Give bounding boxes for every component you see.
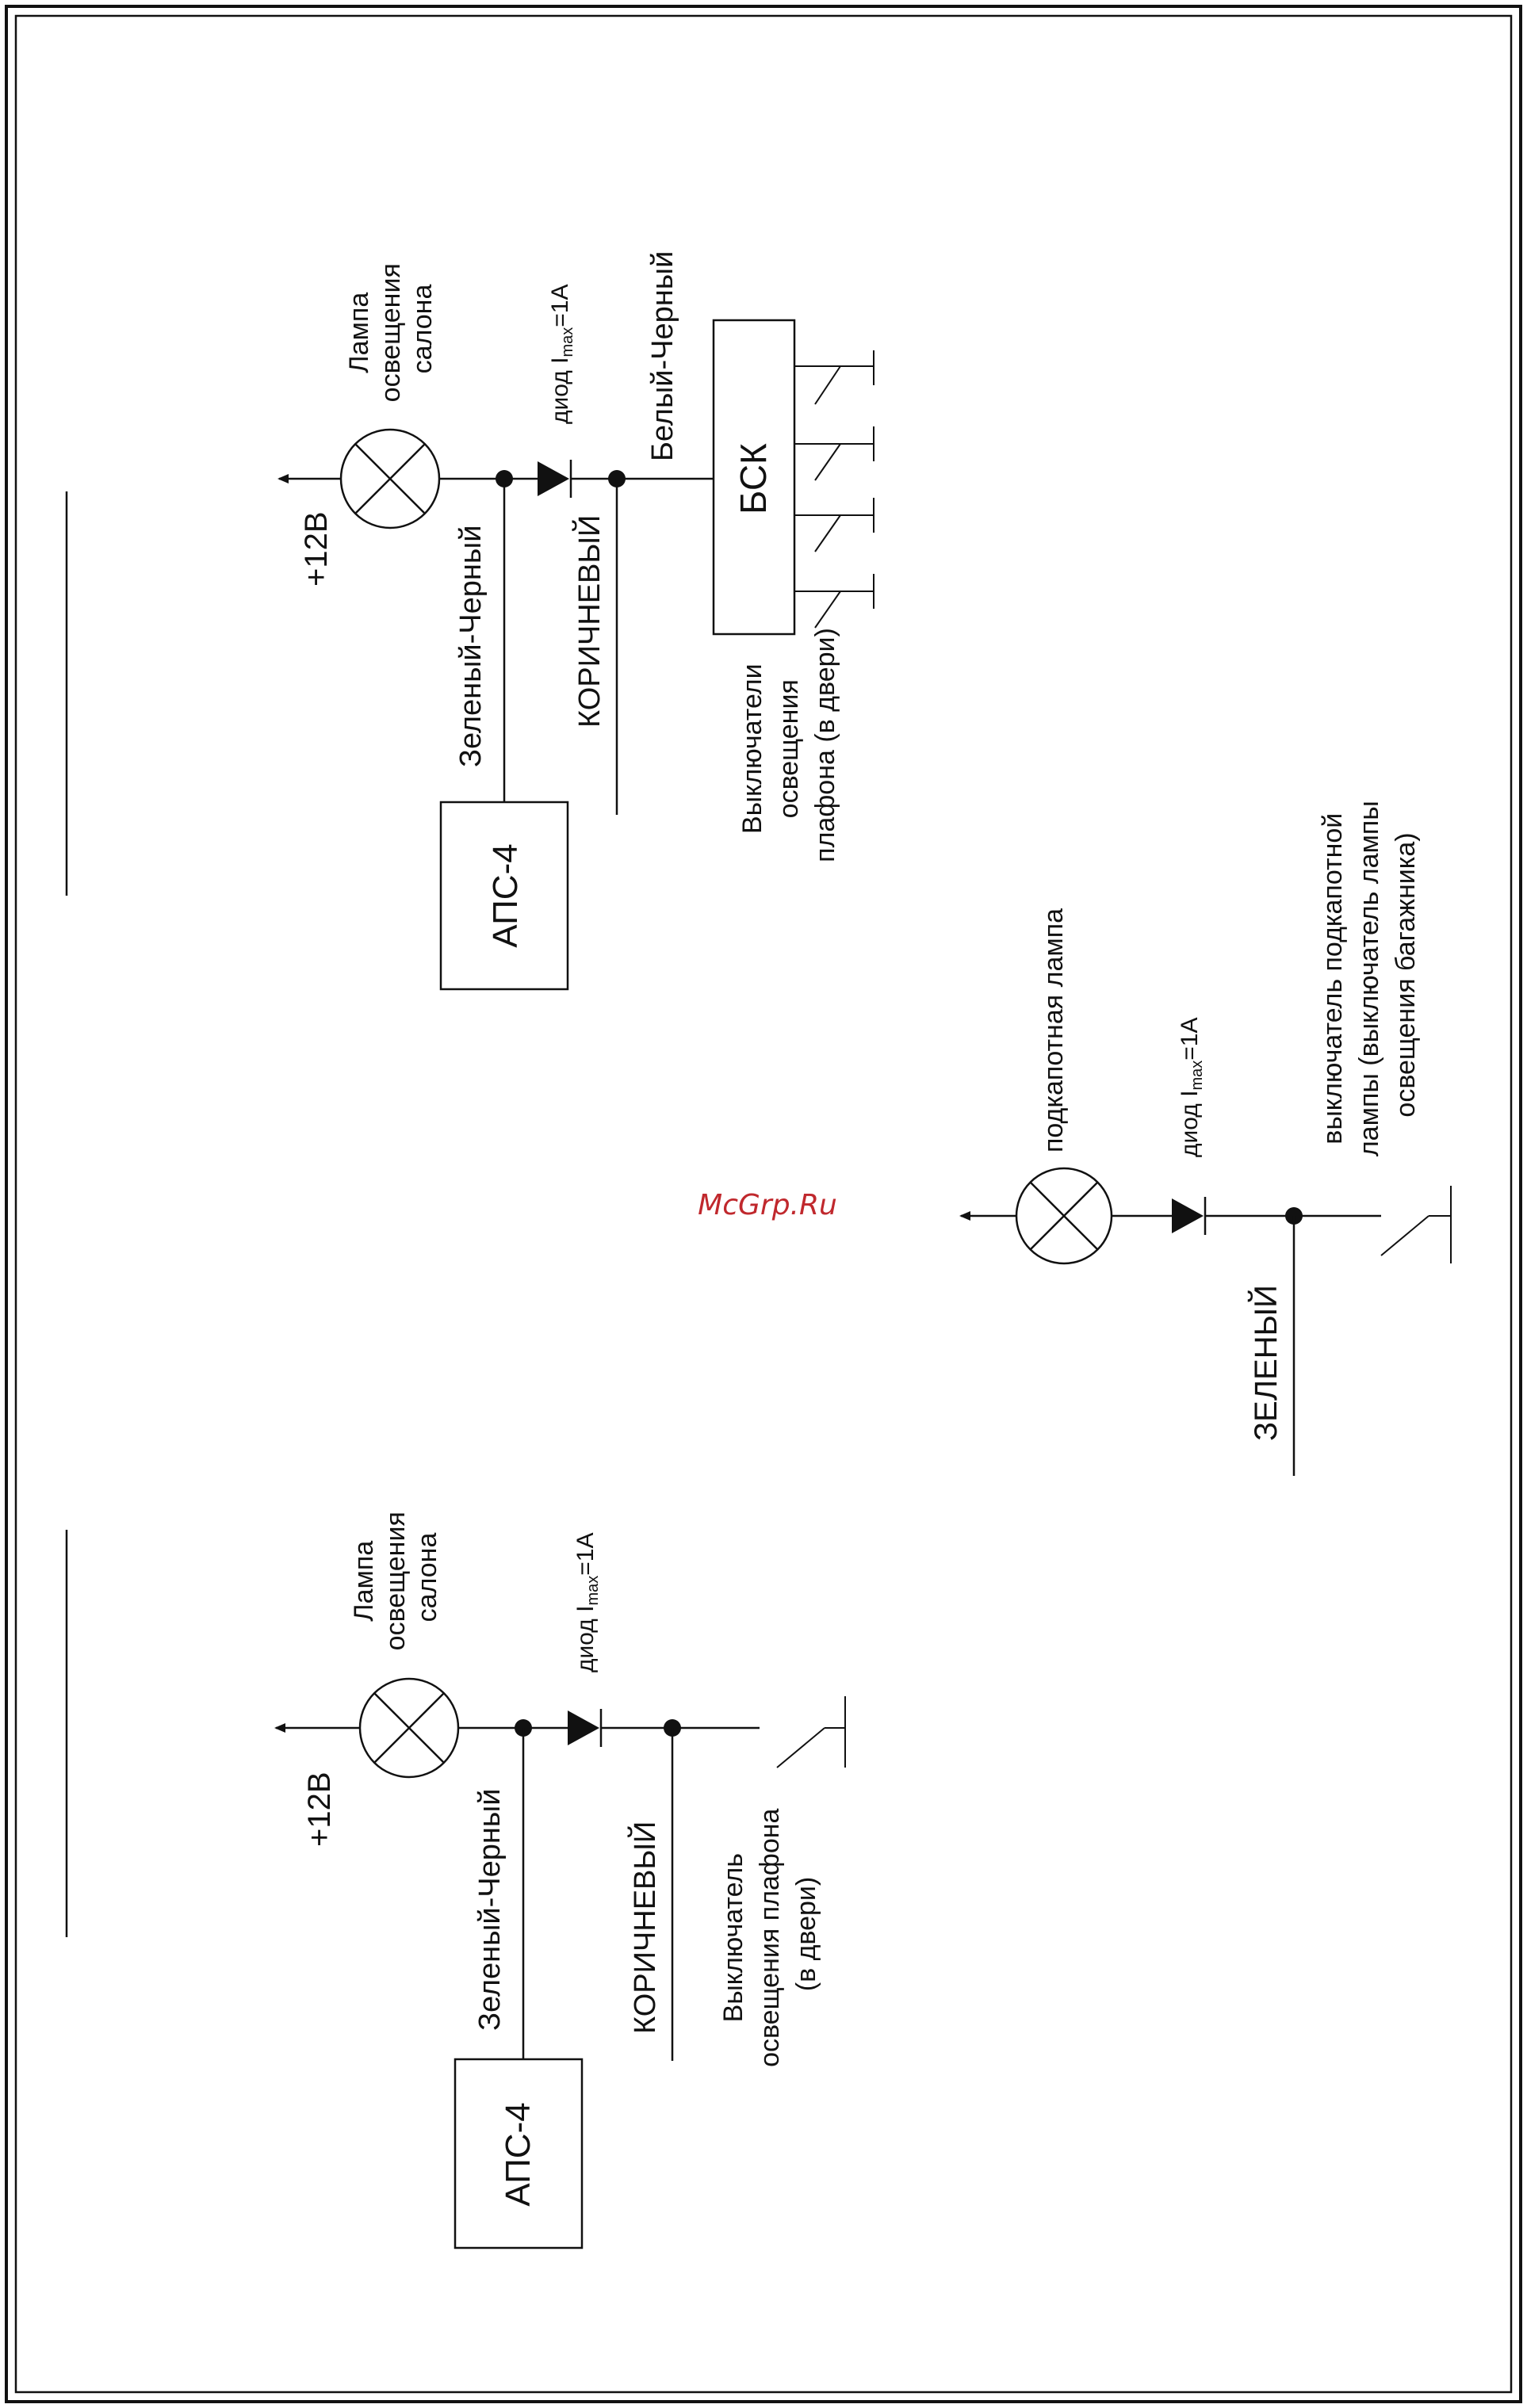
diode-icon <box>538 460 572 498</box>
unit-apc-label: АПС-4 <box>486 843 525 947</box>
wire-apc-label: Зеленый-Черный <box>473 1789 507 2031</box>
supply-label: +12В <box>299 511 334 587</box>
page-frame-inner <box>14 14 1513 2394</box>
hood-switch-label: выключатель подкапотной лампы (выключате… <box>1318 793 1421 1156</box>
diode-icon <box>568 1709 603 1747</box>
door-switch-icon <box>794 498 874 552</box>
unit-bsk-box <box>712 319 796 636</box>
wire-green-label: ЗЕЛЕНЫЙ <box>1247 1285 1284 1441</box>
unit-bsk-label: БСК <box>733 443 774 514</box>
unit-apc-box <box>439 801 569 991</box>
switches-label: Выключатели освещения плафона (в двери) <box>737 628 840 862</box>
supply-label: +12В <box>302 1772 337 1847</box>
wire-brown-label: КОРИЧНЕВЫЙ <box>571 515 607 728</box>
hood-switch-icon <box>1380 1186 1452 1263</box>
watermark: McGrp.Ru <box>698 1189 837 1221</box>
circuit-single: +12В Лампа освещения салона диод Imax=1А… <box>274 1504 846 2249</box>
door-switch-icon <box>794 574 874 629</box>
diode-label: диод Imax=1А <box>547 285 576 424</box>
hood-lamp-label: подкапотная лампа <box>1039 908 1069 1152</box>
door-switch-icon <box>794 426 874 481</box>
lamp-icon <box>339 428 441 529</box>
circuit-bsk: +12В Лампа освещения салона диод Imax=1А… <box>277 251 874 991</box>
lamp-label: Лампа освещения салона <box>349 1504 442 1651</box>
door-switch-icon <box>794 350 874 405</box>
diode-label: диод Imax=1А <box>1177 1018 1206 1157</box>
lamp-icon <box>1015 1167 1113 1265</box>
circuit-hood: подкапотная лампа диод Imax=1А ЗЕЛЕНЫЙ в… <box>959 793 1452 1476</box>
wire-bsk-label: Белый-Черный <box>646 251 679 461</box>
switch-label: Выключатель освещения плафона (в двери) <box>718 1801 821 2067</box>
page-frame-outer <box>5 5 1522 2403</box>
lamp-label: Лампа освещения салона <box>344 256 438 403</box>
unit-apc-box <box>454 2058 584 2249</box>
lamp-icon <box>358 1677 460 1779</box>
diode-label: диод Imax=1А <box>572 1533 602 1672</box>
wire-brown-label: КОРИЧНЕВЫЙ <box>626 1821 662 2034</box>
unit-apc-label: АПС-4 <box>499 2102 538 2206</box>
wire-apc-label: Зеленый-Черный <box>454 526 488 767</box>
door-switch-icon <box>776 1696 846 1768</box>
diode-icon <box>1172 1197 1207 1235</box>
